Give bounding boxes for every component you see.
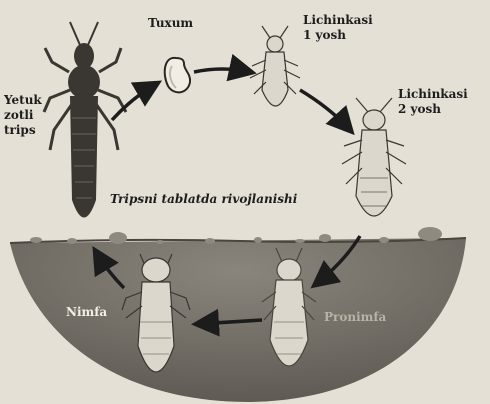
larva-1st-instar-illustration bbox=[250, 26, 300, 106]
arrow-larva1-to-larva2 bbox=[300, 90, 350, 130]
nymph-label: Nimfa bbox=[66, 305, 107, 320]
pronymph-label: Pronimfa bbox=[324, 310, 386, 325]
diagram-caption: Tripsni tablatda rivojlanishi bbox=[110, 192, 297, 206]
arrow-egg-to-larva1 bbox=[194, 69, 250, 72]
adult-label: Yetuk zotli trips bbox=[4, 93, 42, 138]
egg-illustration bbox=[165, 58, 190, 93]
larva-1st-instar-label: Lichinkasi 1 yosh bbox=[303, 13, 373, 43]
egg-label: Tuxum bbox=[148, 16, 193, 31]
larva-2nd-instar-illustration bbox=[342, 98, 406, 216]
larva-2nd-instar-label: Lichinkasi 2 yosh bbox=[398, 87, 468, 117]
